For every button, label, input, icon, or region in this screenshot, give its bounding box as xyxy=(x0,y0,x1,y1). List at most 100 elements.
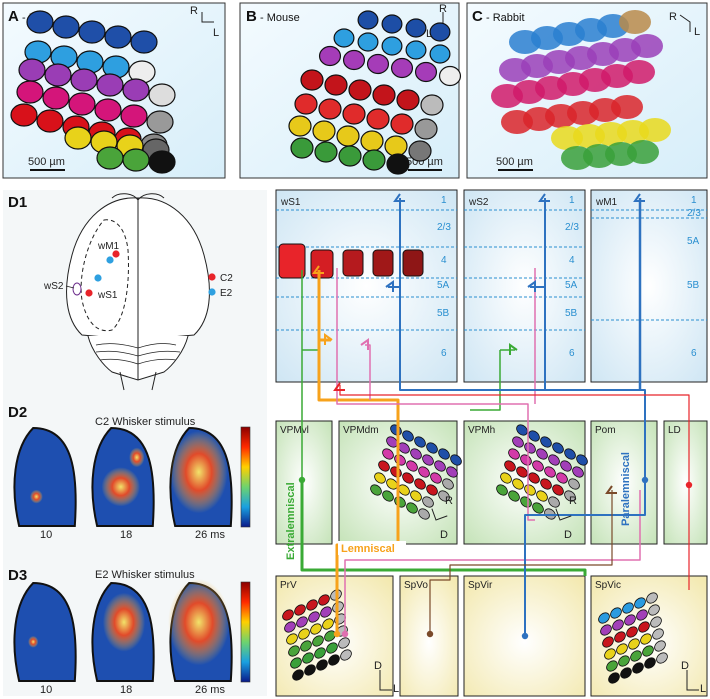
brainstem-barrel xyxy=(288,645,300,657)
nucleus-name: SpVic xyxy=(595,580,621,591)
activity-spot xyxy=(30,489,43,504)
mini-barrel xyxy=(374,472,386,484)
brainstem-barrel xyxy=(614,631,626,643)
arrowhead-brown xyxy=(605,485,617,494)
mini-barrel xyxy=(410,490,422,502)
svg-text:L: L xyxy=(213,27,219,39)
mini-barrel xyxy=(544,466,556,478)
barrel xyxy=(44,63,72,87)
mini-barrel xyxy=(528,430,540,442)
mini-barrel xyxy=(552,442,564,454)
barrel xyxy=(631,34,663,58)
activity-spot xyxy=(102,592,146,652)
extralemniscal-to-ws2 xyxy=(470,349,515,411)
panel-d2-title: C2 Whisker stimulus xyxy=(95,416,196,428)
barrel xyxy=(372,84,396,106)
pathway-arrows xyxy=(298,193,693,640)
arrowhead-blue-l5-ws1 xyxy=(385,280,394,292)
mini-barrel xyxy=(450,454,462,466)
ws2-mark xyxy=(72,282,82,296)
scale-bar-c: 500 µm xyxy=(496,156,533,171)
arrowhead-red xyxy=(333,382,345,391)
mini-barrel xyxy=(402,472,414,484)
mini-barrel xyxy=(564,490,576,502)
barrel-field-rabbit xyxy=(491,10,671,170)
svg-text:L: L xyxy=(426,28,432,40)
barrel xyxy=(52,15,80,39)
l4-barrel xyxy=(342,249,364,277)
barrel xyxy=(396,89,420,111)
brainstem-barrel xyxy=(618,655,630,667)
barrel xyxy=(342,49,366,71)
mini-barrel xyxy=(438,490,450,502)
time-label-d2: 10 xyxy=(40,529,52,541)
arrowhead-green xyxy=(509,343,518,355)
barrel xyxy=(627,140,659,164)
barrel xyxy=(42,86,70,110)
svg-text:D: D xyxy=(440,529,448,541)
brainstem-barrel xyxy=(630,650,642,662)
barrel xyxy=(70,68,98,92)
brainstem-barrel xyxy=(318,594,330,606)
mini-barrel xyxy=(442,478,454,490)
barrel xyxy=(324,74,348,96)
orientation-vpmdm: R D xyxy=(431,495,453,541)
mini-barrel xyxy=(532,460,544,472)
mini-barrel xyxy=(496,484,508,496)
layer-label: 2/3 xyxy=(687,208,701,219)
barrel xyxy=(390,113,414,135)
ws1-c2-dot xyxy=(85,289,93,297)
brainstem-barrel xyxy=(648,604,660,616)
mini-barrel xyxy=(556,472,568,484)
brainstem-barrel xyxy=(314,647,326,659)
mini-barrel xyxy=(426,442,438,454)
nucleus-name: Pom xyxy=(595,425,616,436)
mini-barrel xyxy=(504,460,516,472)
brainstem-barrel xyxy=(652,628,664,640)
layer-label: 5A xyxy=(437,280,450,291)
barrel xyxy=(16,80,44,104)
cortex-name: wS1 xyxy=(280,197,301,208)
legend-e2-dot xyxy=(208,288,216,296)
orientation-spvic: D L xyxy=(681,660,706,695)
layer-label: 6 xyxy=(691,348,697,359)
mini-barrel xyxy=(434,460,446,472)
mini-barrel xyxy=(512,478,524,490)
barrel xyxy=(360,130,384,152)
brainstem-barrel xyxy=(298,628,310,640)
mini-barrel xyxy=(552,484,564,496)
brainstem-barrel xyxy=(302,652,314,664)
activity-spot xyxy=(168,579,230,666)
barrel xyxy=(639,118,671,142)
barrel xyxy=(381,36,403,56)
brainstem-barrel xyxy=(304,664,316,676)
brainstem-barrel xyxy=(320,606,332,618)
barrel xyxy=(386,153,410,175)
label-wm1: wM1 xyxy=(97,241,120,252)
barrel xyxy=(384,135,408,157)
wm1-c2-dot xyxy=(112,250,120,258)
svg-text:D: D xyxy=(564,529,572,541)
barrel xyxy=(10,103,38,127)
barrel xyxy=(408,140,432,162)
barrel xyxy=(429,44,451,64)
prv-soma xyxy=(333,630,341,638)
paralemniscal-to-ws1 xyxy=(399,198,646,480)
brainstem-barrel xyxy=(616,643,628,655)
mini-barrel xyxy=(548,496,560,508)
panel-b-species: - Mouse xyxy=(260,12,300,24)
layer-label: 1 xyxy=(441,195,447,206)
layer-label: 1 xyxy=(569,195,575,206)
panel-a-letter: A xyxy=(8,8,19,25)
brainstem-barrel xyxy=(626,626,638,638)
nucleus-name: VPMh xyxy=(468,425,495,436)
brainstem-barrel xyxy=(610,607,622,619)
brainstem-barrel xyxy=(620,667,632,679)
label-lemniscal: Lemniscal xyxy=(341,543,395,555)
nucleus-name: VPMvl xyxy=(280,425,309,436)
svg-text:R: R xyxy=(439,3,447,15)
brainstem-barrel xyxy=(286,633,298,645)
brainstem-barrel xyxy=(600,624,612,636)
barrel xyxy=(381,14,403,34)
